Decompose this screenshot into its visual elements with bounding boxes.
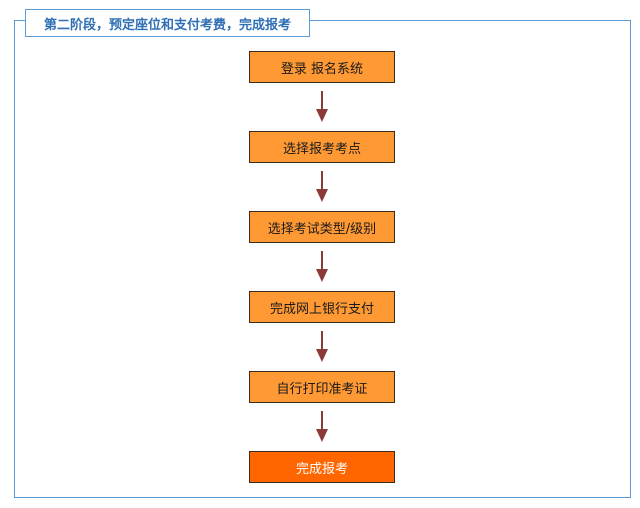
step-label: 完成报考 (295, 461, 348, 477)
step-select-exam-site: 选择报考考点 (249, 131, 395, 163)
step-label: 登录 报名系统 (280, 61, 364, 77)
stage-title-text: 第二阶段，预定座位和支付考费，完成报考 (44, 17, 292, 33)
step-login-system: 登录 报名系统 (249, 51, 395, 83)
step-label: 完成网上银行支付 (269, 301, 374, 317)
step-online-bank-payment: 完成网上银行支付 (249, 291, 395, 323)
stage-frame (14, 20, 631, 498)
down-arrow-icon (316, 171, 328, 202)
step-select-exam-type-level: 选择考试类型/级别 (249, 211, 395, 243)
step-label: 自行打印准考证 (276, 381, 368, 397)
down-arrow-icon (316, 411, 328, 442)
stage-title: 第二阶段，预定座位和支付考费，完成报考 (25, 9, 311, 37)
step-print-admission-ticket: 自行打印准考证 (249, 371, 395, 403)
step-label: 选择考试类型/级别 (267, 221, 377, 237)
down-arrow-icon (316, 331, 328, 362)
step-complete-registration: 完成报考 (249, 451, 395, 483)
step-label: 选择报考考点 (282, 141, 361, 157)
down-arrow-icon (316, 91, 328, 122)
down-arrow-icon (316, 251, 328, 282)
